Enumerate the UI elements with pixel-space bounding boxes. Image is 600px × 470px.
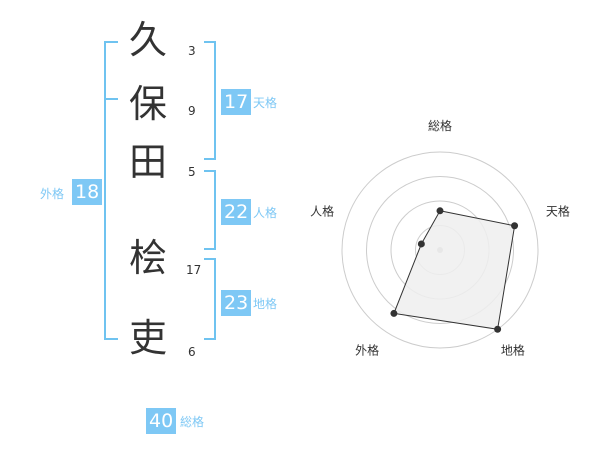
radar-axis-label-5: 人格 <box>310 204 334 219</box>
radar-axis-label-3: 地格 <box>501 342 525 357</box>
radar-axis-label-1: 総格 <box>428 118 452 133</box>
radar-axis-label-2: 天格 <box>546 204 570 219</box>
stroke-count-1: 3 <box>188 44 196 58</box>
stroke-count-5: 6 <box>188 345 196 359</box>
name-char-3: 田 <box>128 140 167 184</box>
stroke-count-2: 9 <box>188 104 196 118</box>
radar-point-3 <box>494 325 502 333</box>
radar-point-1 <box>436 207 444 215</box>
tenkaku-label: 天格 <box>253 96 278 110</box>
radar-points <box>390 207 519 333</box>
soukaku-label: 総格 <box>180 415 205 429</box>
gaikaku-value: 18 <box>72 179 103 205</box>
chikaku-value: 23 <box>221 290 252 316</box>
gaikaku-label: 外格 <box>40 187 65 201</box>
radar-point-2 <box>511 222 519 230</box>
name-char-4: 桧 <box>128 236 167 280</box>
stroke-count-3: 5 <box>188 165 196 179</box>
name-char-1: 久 <box>128 18 167 62</box>
radar-axis-label-4: 外格 <box>355 342 379 357</box>
name-char-5: 吏 <box>128 316 167 360</box>
jinkaku-value: 22 <box>221 199 252 225</box>
name-char-2: 保 <box>128 82 167 126</box>
radar-ring-3 <box>366 176 514 324</box>
chikaku-label: 地格 <box>253 297 278 311</box>
radar-ring-4 <box>341 151 539 349</box>
radar-point-5 <box>417 240 425 248</box>
jinkaku-label: 人格 <box>253 206 278 220</box>
radar-point-4 <box>390 309 398 317</box>
radar-series-area <box>393 210 516 330</box>
tenkaku-value: 17 <box>221 89 252 115</box>
soukaku-value: 40 <box>146 408 177 434</box>
stroke-count-4: 17 <box>186 263 202 277</box>
